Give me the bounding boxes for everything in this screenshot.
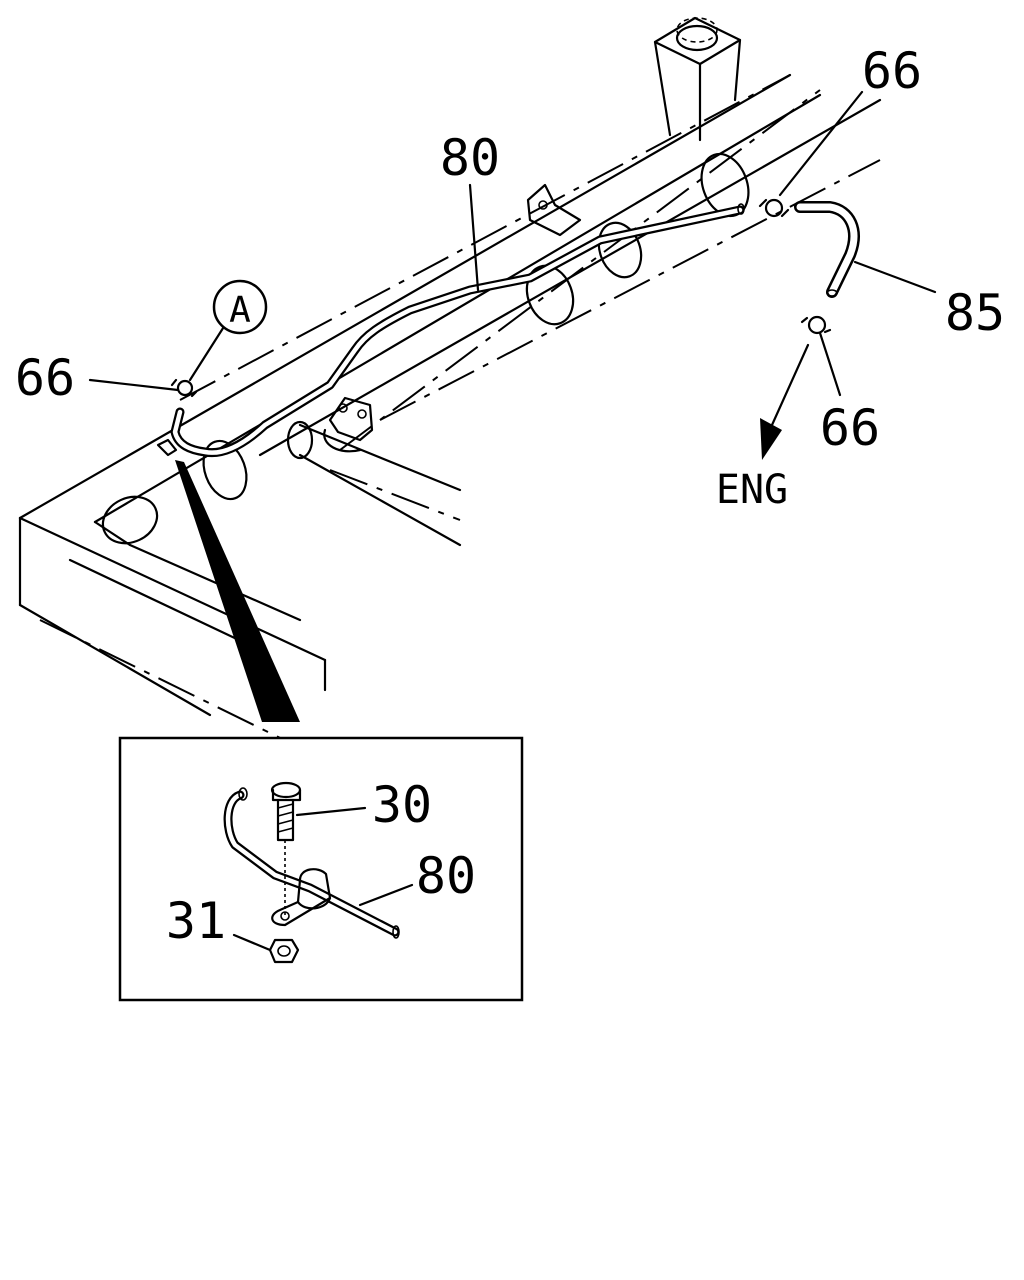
hose-clip-top (758, 198, 790, 218)
callout-66-left: 66 (15, 349, 75, 407)
eng-direction-label: ENG (716, 467, 788, 513)
callout-85: 85 (945, 284, 1005, 342)
leader-lines (88, 90, 937, 460)
detail-view-a: 30 80 31 (118, 736, 524, 1002)
detail-callout-30: 30 (372, 776, 432, 834)
hose-clip-lower (800, 315, 832, 335)
detail-callout-80: 80 (416, 847, 476, 905)
detail-marker-label: A (229, 290, 251, 331)
hose-85 (794, 201, 860, 298)
detail-marker-circle (212, 279, 268, 335)
detail-pointer-wedge (175, 460, 300, 722)
callout-80: 80 (440, 129, 500, 187)
callout-66-right: 66 (820, 399, 880, 457)
hose-clip-left (156, 378, 198, 457)
detail-callout-31: 31 (166, 892, 226, 950)
pipe-80 (170, 203, 745, 458)
callout-66-top: 66 (862, 42, 922, 100)
